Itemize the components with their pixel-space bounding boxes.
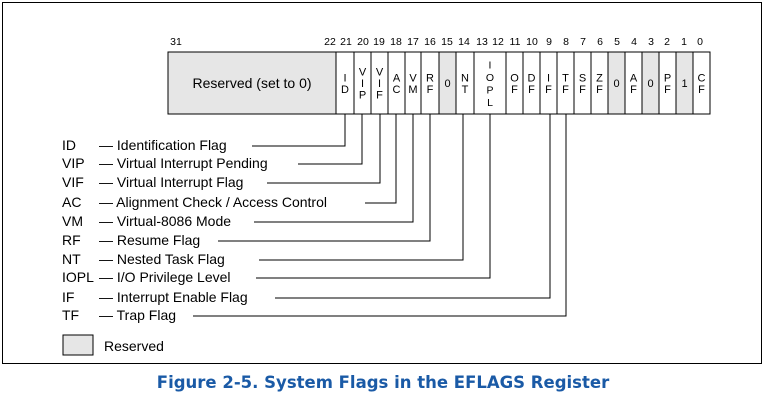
bit-position-label: 1	[681, 36, 687, 48]
flag-description-iopl: — I/O Privilege Level	[99, 269, 231, 285]
bit-position-label: 5	[614, 36, 620, 48]
flag-abbr-vm: VM	[62, 213, 83, 229]
bit-position-label: 17	[407, 36, 419, 48]
bit-cell-label: 0	[647, 78, 653, 90]
bit-position-label: 22	[324, 36, 336, 48]
flag-abbr-nt: NT	[62, 251, 81, 267]
leader-line-nt	[259, 114, 464, 261]
leader-line-rf	[218, 114, 431, 242]
bit-position-label: 21	[340, 36, 352, 48]
figure-frame	[2, 2, 762, 364]
bit-position-label: 2	[664, 36, 670, 48]
leader-line-id	[252, 114, 346, 147]
bit-position-label: 3	[648, 36, 654, 48]
flag-abbr-iopl: IOPL	[62, 269, 94, 285]
bit-position-label: 7	[580, 36, 586, 48]
leader-line-if	[275, 114, 551, 299]
leader-line-vm	[254, 114, 414, 223]
leader-line-tf	[193, 114, 567, 317]
bit-position-label: 18	[390, 36, 402, 48]
leader-line-vip	[298, 114, 363, 165]
leader-line-vif	[267, 114, 381, 184]
flag-abbr-vif: VIF	[62, 174, 84, 190]
bit-position-label: 15	[441, 36, 453, 48]
reserved-high-bits	[167, 51, 337, 115]
flag-abbr-id: ID	[62, 137, 76, 153]
leader-line-ac	[365, 114, 397, 204]
bit-position-label: 31	[170, 36, 182, 48]
bit-cell-label: 0	[613, 78, 619, 90]
legend-swatch	[62, 334, 94, 356]
bit-position-label: 11	[510, 36, 521, 48]
bit-cell-label: 0	[444, 78, 450, 90]
bit-position-label: 10	[526, 36, 538, 48]
leader-line-iopl	[256, 114, 491, 279]
bit-position-label: 19	[373, 36, 385, 48]
figure-caption: Figure 2-5. System Flags in the EFLAGS R…	[156, 373, 610, 392]
flag-abbr-rf: RF	[62, 232, 81, 248]
bit-position-label: 4	[631, 36, 637, 48]
bit-position-label: 0	[697, 36, 703, 48]
flag-description-id: — Identification Flag	[99, 137, 227, 153]
bit-cell-label: 1	[681, 78, 687, 90]
flag-description-vip: — Virtual Interrupt Pending	[99, 155, 268, 171]
bit-position-label: 13	[476, 36, 488, 48]
bit-cell-cf	[692, 51, 711, 115]
flag-abbr-tf: TF	[62, 307, 79, 323]
flag-description-ac: — Alignment Check / Access Control	[99, 194, 327, 210]
flag-description-vm: — Virtual-8086 Mode	[99, 213, 231, 229]
flag-description-rf: — Resume Flag	[99, 232, 200, 248]
bit-position-label: 8	[563, 36, 569, 48]
bit-position-label: 6	[597, 36, 603, 48]
bit-position-label: 12	[492, 36, 504, 48]
flag-description-if: — Interrupt Enable Flag	[99, 289, 248, 305]
bit-position-label: 20	[357, 36, 369, 48]
flag-description-vif: — Virtual Interrupt Flag	[99, 174, 243, 190]
flag-abbr-vip: VIP	[62, 155, 85, 171]
flag-abbr-if: IF	[62, 289, 74, 305]
flag-description-nt: — Nested Task Flag	[99, 251, 225, 267]
bit-position-label: 16	[424, 36, 436, 48]
flag-abbr-ac: AC	[62, 194, 81, 210]
flag-description-tf: — Trap Flag	[99, 307, 176, 323]
bit-position-label: 14	[458, 36, 470, 48]
legend-label: Reserved	[104, 338, 164, 354]
bit-position-label: 9	[546, 36, 552, 48]
reserved-high-bits-label: Reserved (set to 0)	[192, 75, 311, 91]
